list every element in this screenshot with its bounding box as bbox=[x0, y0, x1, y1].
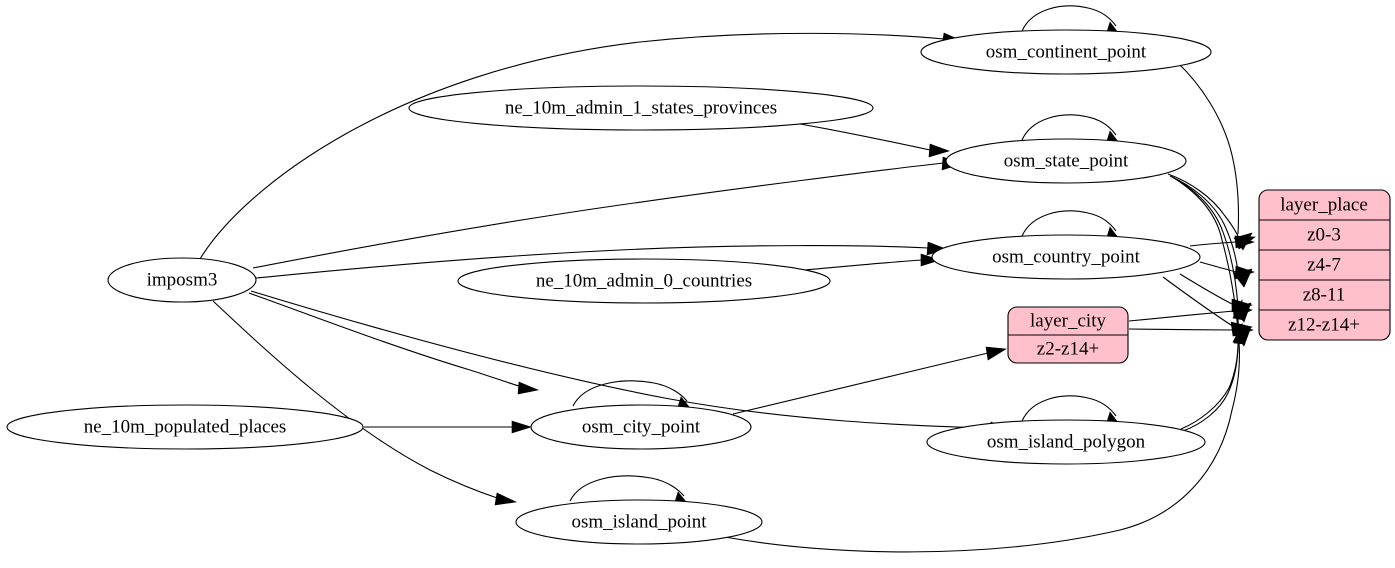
node-ne-10m-admin-0-countries-label: ne_10m_admin_0_countries bbox=[536, 270, 752, 291]
node-osm-city-point-shape[interactable] bbox=[530, 404, 752, 450]
node-osm-island-point-shape[interactable] bbox=[515, 499, 763, 545]
node-osm-country-point-label: osm_country_point bbox=[992, 246, 1140, 267]
edge-imposm3-to-osm-continent-point bbox=[199, 32, 945, 260]
node-osm-country-point[interactable]: osm_country_point bbox=[931, 234, 1201, 280]
arrowhead-osm-country-point-layer-place-z4-7 bbox=[1234, 265, 1255, 280]
record-layer-place-row-z0-3[interactable]: z0-3 bbox=[1307, 224, 1341, 245]
self-loop-osm-island-point bbox=[569, 475, 685, 502]
node-osm-island-point-label: osm_island_point bbox=[571, 511, 707, 532]
node-imposm3-shape[interactable] bbox=[107, 257, 257, 303]
node-osm-island-point[interactable]: osm_island_point bbox=[515, 499, 763, 545]
record-layer: layer_city z2-z14+ layer_place z0-3 z4-7… bbox=[1007, 189, 1391, 364]
record-layer-place[interactable]: layer_place z0-3 z4-7 z8-11 z12-z14+ bbox=[1258, 189, 1391, 341]
record-layer-city-row-z2-z14[interactable]: z2-z14+ bbox=[1037, 338, 1099, 359]
arrowhead-imposm3-osm-island-point bbox=[494, 492, 518, 506]
edge-osm-continent-point-to-layer-place-z0-3 bbox=[1177, 62, 1240, 235]
edge-osm-state-point-to-layer-place-z8-11 bbox=[1171, 176, 1239, 308]
edge-osm-country-point-to-layer-place-z8-11 bbox=[1179, 273, 1235, 306]
node-osm-island-polygon[interactable]: osm_island_polygon bbox=[926, 419, 1206, 465]
arrowhead-osm-island-polygon-layer-place-z8-11 bbox=[1232, 298, 1245, 321]
edge-imposm3-to-osm-city-point bbox=[248, 292, 523, 388]
self-loop-osm-continent-point bbox=[1021, 5, 1117, 32]
self-loop-osm-city-point bbox=[572, 380, 688, 407]
arrowhead-osm-island-point-layer-place-z12-z14 bbox=[1233, 322, 1246, 345]
record-layer-city[interactable]: layer_city z2-z14+ bbox=[1007, 306, 1129, 364]
record-layer-city-row-title: layer_city bbox=[1030, 310, 1106, 331]
edge-osm-city-point-to-layer-city-z2-z14 bbox=[732, 352, 989, 415]
edge-imposm3-to-osm-island-point bbox=[212, 300, 501, 500]
edge-imposm3-to-osm-country-point bbox=[255, 245, 929, 279]
node-imposm3-label: imposm3 bbox=[147, 269, 218, 290]
edge-layer-city-to-layer-place-z8-11 bbox=[1128, 310, 1235, 322]
edge-imposm3-to-osm-state-point bbox=[252, 162, 945, 269]
arrowhead-imposm3-osm-city-point bbox=[517, 381, 540, 395]
edge-osm-state-point-to-layer-place-z0-3 bbox=[1167, 173, 1239, 237]
edge-osm-island-point-to-layer-place-z12-z14 bbox=[724, 341, 1240, 553]
arrowhead-osm-city-point-layer-city bbox=[985, 346, 1007, 361]
edge-imposm3-to-osm-island-polygon bbox=[250, 290, 993, 429]
edge-osm-island-polygon-to-layer-place-z12-z14 bbox=[1182, 341, 1239, 432]
node-ne-10m-admin-0-countries[interactable]: ne_10m_admin_0_countries bbox=[457, 258, 831, 304]
node-ne-10m-populated-places-shape[interactable] bbox=[6, 404, 364, 450]
node-osm-continent-point-shape[interactable] bbox=[920, 29, 1212, 75]
edge-osm-state-point-to-layer-place-z4-7 bbox=[1169, 175, 1239, 273]
edge-osm-country-point-to-layer-place-z4-7 bbox=[1199, 261, 1237, 273]
self-loop-osm-country-point bbox=[1021, 210, 1117, 237]
node-ne-10m-admin-0-countries-shape[interactable] bbox=[457, 258, 831, 304]
record-layer-place-row-title: layer_place bbox=[1280, 194, 1368, 215]
node-ne-10m-populated-places-label: ne_10m_populated_places bbox=[84, 416, 287, 437]
node-osm-island-polygon-shape[interactable] bbox=[926, 419, 1206, 465]
node-osm-city-point[interactable]: osm_city_point bbox=[530, 404, 752, 450]
node-layer: imposm3 ne_10m_admin_1_states_provinces … bbox=[6, 29, 1212, 545]
arrowhead-osm-country-point-layer-place-z0-3 bbox=[1234, 235, 1255, 249]
node-ne-10m-populated-places[interactable]: ne_10m_populated_places bbox=[6, 404, 364, 450]
edge-ne-admin1-to-osm-state-point bbox=[799, 123, 931, 151]
node-osm-state-point[interactable]: osm_state_point bbox=[945, 138, 1187, 184]
node-osm-island-polygon-label: osm_island_polygon bbox=[987, 431, 1146, 452]
node-ne-10m-admin-1-states-provinces[interactable]: ne_10m_admin_1_states_provinces bbox=[408, 85, 874, 131]
self-loop-osm-island-polygon bbox=[1021, 395, 1117, 422]
edge-ne-admin0-to-osm-country-point bbox=[804, 259, 923, 271]
record-layer-place-row-z8-11[interactable]: z8-11 bbox=[1303, 284, 1346, 305]
edge-osm-island-polygon-to-layer-place-z8-11 bbox=[1180, 317, 1239, 430]
record-layer-place-box[interactable] bbox=[1258, 189, 1391, 341]
node-osm-country-point-shape[interactable] bbox=[931, 234, 1201, 280]
record-layer-place-row-z12-z14[interactable]: z12-z14+ bbox=[1288, 314, 1360, 335]
edge-osm-country-point-to-layer-place-z12-z14 bbox=[1162, 276, 1235, 328]
arrowhead-ne-admin1-osm-state-point bbox=[928, 143, 950, 158]
edge-layer-city-to-layer-place-z12-z14 bbox=[1128, 328, 1235, 331]
arrowhead-ne-populated-osm-city-point bbox=[511, 420, 532, 434]
node-osm-city-point-label: osm_city_point bbox=[582, 416, 701, 437]
self-loop-osm-state-point bbox=[1021, 114, 1117, 141]
node-ne-10m-admin-1-states-provinces-shape[interactable] bbox=[408, 85, 874, 131]
node-osm-state-point-shape[interactable] bbox=[945, 138, 1187, 184]
arrowhead-ne-admin0-osm-country-point bbox=[920, 253, 941, 267]
node-osm-state-point-label: osm_state_point bbox=[1004, 150, 1129, 171]
record-layer-place-row-z4-7[interactable]: z4-7 bbox=[1307, 254, 1341, 275]
node-osm-continent-point[interactable]: osm_continent_point bbox=[920, 29, 1212, 75]
node-ne-10m-admin-1-states-provinces-label: ne_10m_admin_1_states_provinces bbox=[505, 97, 777, 118]
node-osm-continent-point-label: osm_continent_point bbox=[986, 41, 1147, 62]
node-imposm3[interactable]: imposm3 bbox=[107, 257, 257, 303]
edge-osm-country-point-to-layer-place-z0-3 bbox=[1189, 241, 1237, 247]
